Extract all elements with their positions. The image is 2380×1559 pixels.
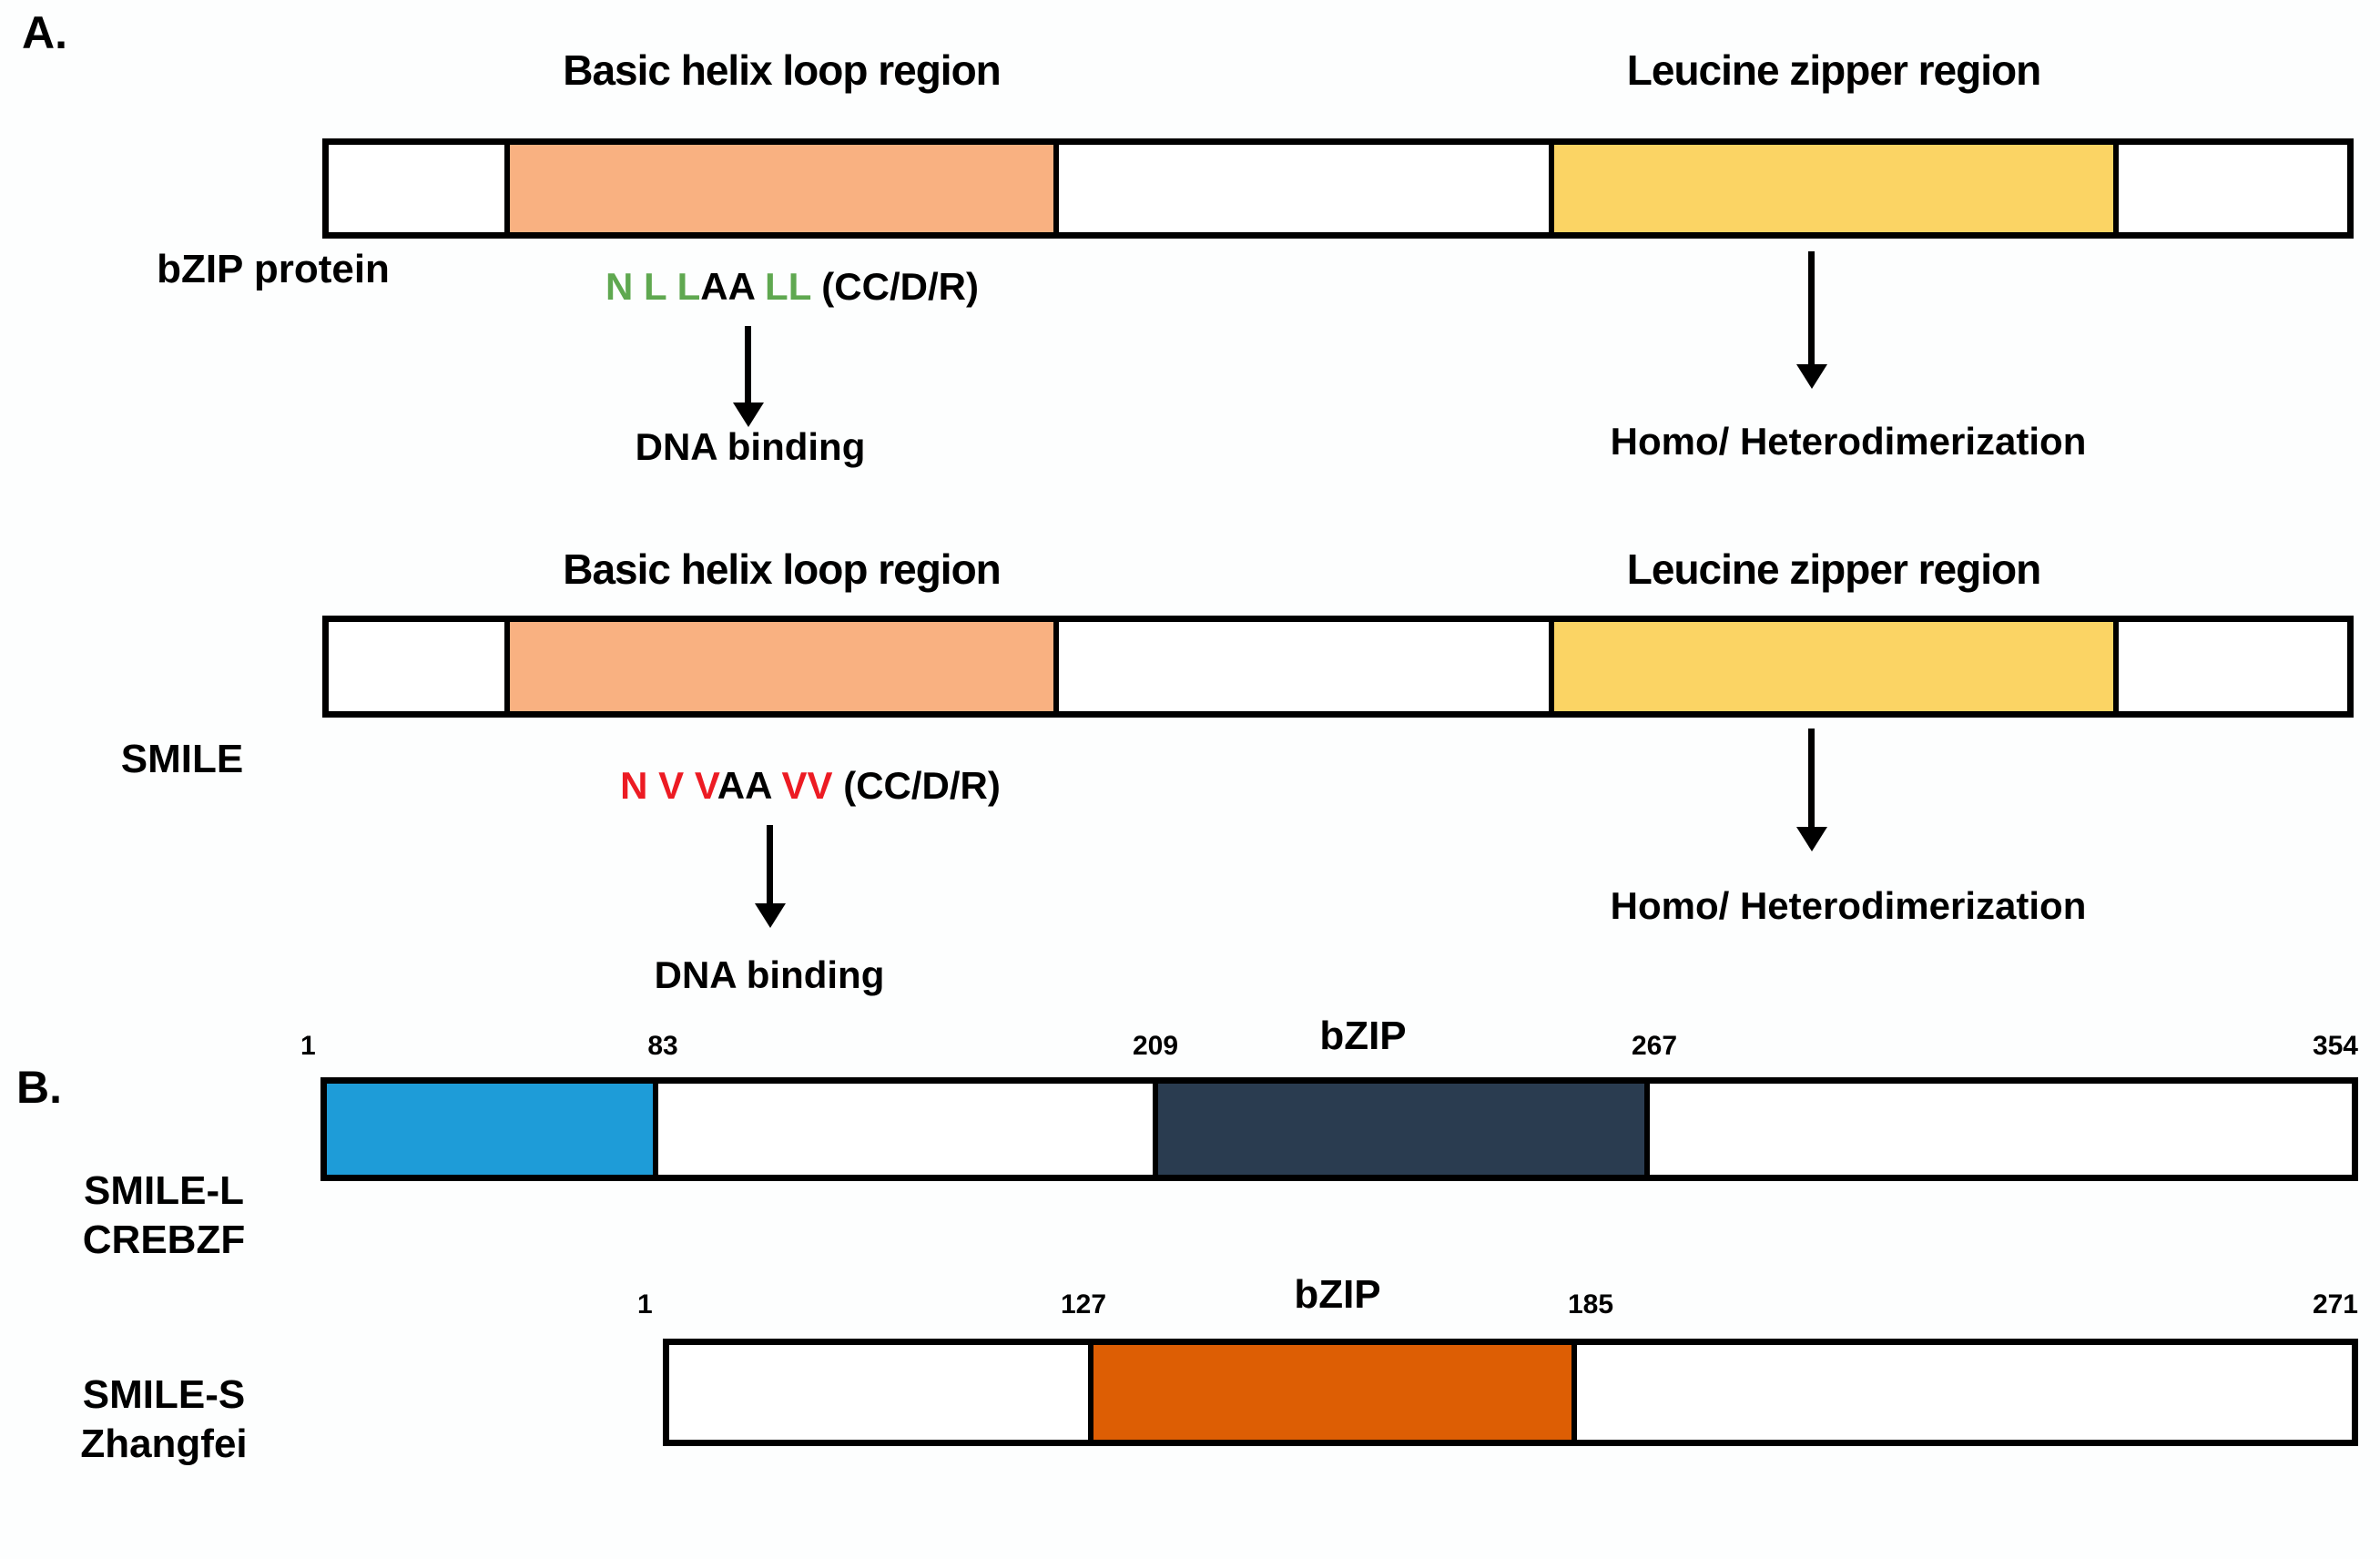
tick-127-smile-s: 127 xyxy=(1060,1289,1107,1320)
leucine-zipper-title-smile-row: Leucine zipper region xyxy=(1626,545,2041,593)
leucine-zipper-title-bzip-row: Leucine zipper region xyxy=(1626,46,2041,94)
panel-b-label: B. xyxy=(16,1062,62,1113)
basic-helix-region-segment xyxy=(504,145,1059,232)
bzip-domain-title-smile-l: bZIP xyxy=(1319,1014,1407,1058)
motif-black-part-2: (CC/D/R) xyxy=(810,265,979,308)
smile-protein-name: SMILE xyxy=(120,737,244,781)
tick-354-smile-l: 354 xyxy=(2312,1031,2358,1061)
tick-271-smile-s: 271 xyxy=(2312,1289,2358,1320)
dimerization-label-smile: Homo/ Heterodimerization xyxy=(1610,884,2087,927)
dna-binding-label-smile: DNA binding xyxy=(654,953,885,996)
crebzf-name: CREBZF xyxy=(82,1218,246,1262)
tick-1-smile-s: 1 xyxy=(637,1289,653,1320)
basic-helix-title-bzip-row: Basic helix loop region xyxy=(563,46,1002,94)
zhangfei-name: Zhangfei xyxy=(80,1421,248,1466)
down-arrow-shaft-dna-smile xyxy=(767,825,773,907)
down-arrow-head-dna-bzip xyxy=(733,402,764,427)
bzip-domain-segment-orange xyxy=(1088,1345,1577,1440)
motif-black-part-1: AA xyxy=(700,265,755,308)
leucine-zipper-region-segment xyxy=(1549,145,2119,232)
down-arrow-shaft-dimer-smile xyxy=(1808,729,1815,830)
dimerization-label-bzip: Homo/ Heterodimerization xyxy=(1610,420,2087,463)
tick-83-smile-l: 83 xyxy=(647,1031,678,1061)
down-arrow-head-dna-smile xyxy=(755,903,786,928)
motif-red-part-2: VV xyxy=(770,764,833,807)
motif-red-part-1: N V V xyxy=(620,764,717,807)
dna-binding-label-bzip: DNA binding xyxy=(635,425,866,468)
bzip-protein-bar xyxy=(322,138,2354,239)
basic-helix-region-segment-smile xyxy=(504,622,1059,711)
leucine-zipper-region-segment-smile xyxy=(1549,622,2119,711)
down-arrow-head-dimer-bzip xyxy=(1796,364,1827,389)
tick-1-smile-l: 1 xyxy=(300,1031,316,1061)
bzip-domain-segment-navy xyxy=(1153,1084,1650,1175)
basic-helix-title-smile-row: Basic helix loop region xyxy=(563,545,1002,593)
motif-green-part-1: N L L xyxy=(605,265,701,308)
smile-s-bar xyxy=(663,1339,2358,1446)
smile-l-bar xyxy=(320,1077,2358,1181)
motif-green-part-2: LL xyxy=(754,265,811,308)
panel-a-label: A. xyxy=(22,7,67,58)
bzip-protein-name: bZIP protein xyxy=(157,247,390,291)
down-arrow-head-dimer-smile xyxy=(1796,827,1827,851)
down-arrow-shaft-dimer-bzip xyxy=(1808,251,1815,368)
tick-267-smile-l: 267 xyxy=(1631,1031,1678,1061)
smile-protein-bar xyxy=(322,616,2354,718)
smile-l-name: SMILE-L xyxy=(84,1168,244,1213)
bzip-basic-motif-text: N L LAA LL (CC/D/R) xyxy=(510,265,1074,308)
nterm-domain-segment-blue xyxy=(327,1084,658,1175)
smile-s-name: SMILE-S xyxy=(82,1372,246,1417)
tick-209-smile-l: 209 xyxy=(1132,1031,1179,1061)
down-arrow-shaft-dna-bzip xyxy=(745,326,751,406)
motif-black-part-4: (CC/D/R) xyxy=(832,764,1001,807)
smile-basic-motif-text: N V VAA VV (CC/D/R) xyxy=(519,764,1102,807)
bzip-domain-title-smile-s: bZIP xyxy=(1294,1272,1381,1317)
motif-black-part-3: AA xyxy=(717,764,771,807)
tick-185-smile-s: 185 xyxy=(1567,1289,1614,1320)
